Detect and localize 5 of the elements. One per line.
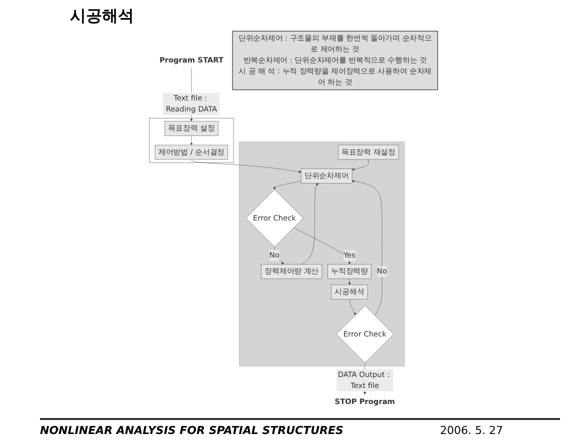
cluster (149, 118, 234, 163)
footer-date: 2006. 5. 27 (440, 424, 503, 437)
cluster (239, 142, 405, 366)
footer-title: NONLINEAR ANALYSIS FOR SPATIAL STRUCTURES (40, 424, 344, 437)
slide-title: 시공해석 (70, 6, 134, 27)
